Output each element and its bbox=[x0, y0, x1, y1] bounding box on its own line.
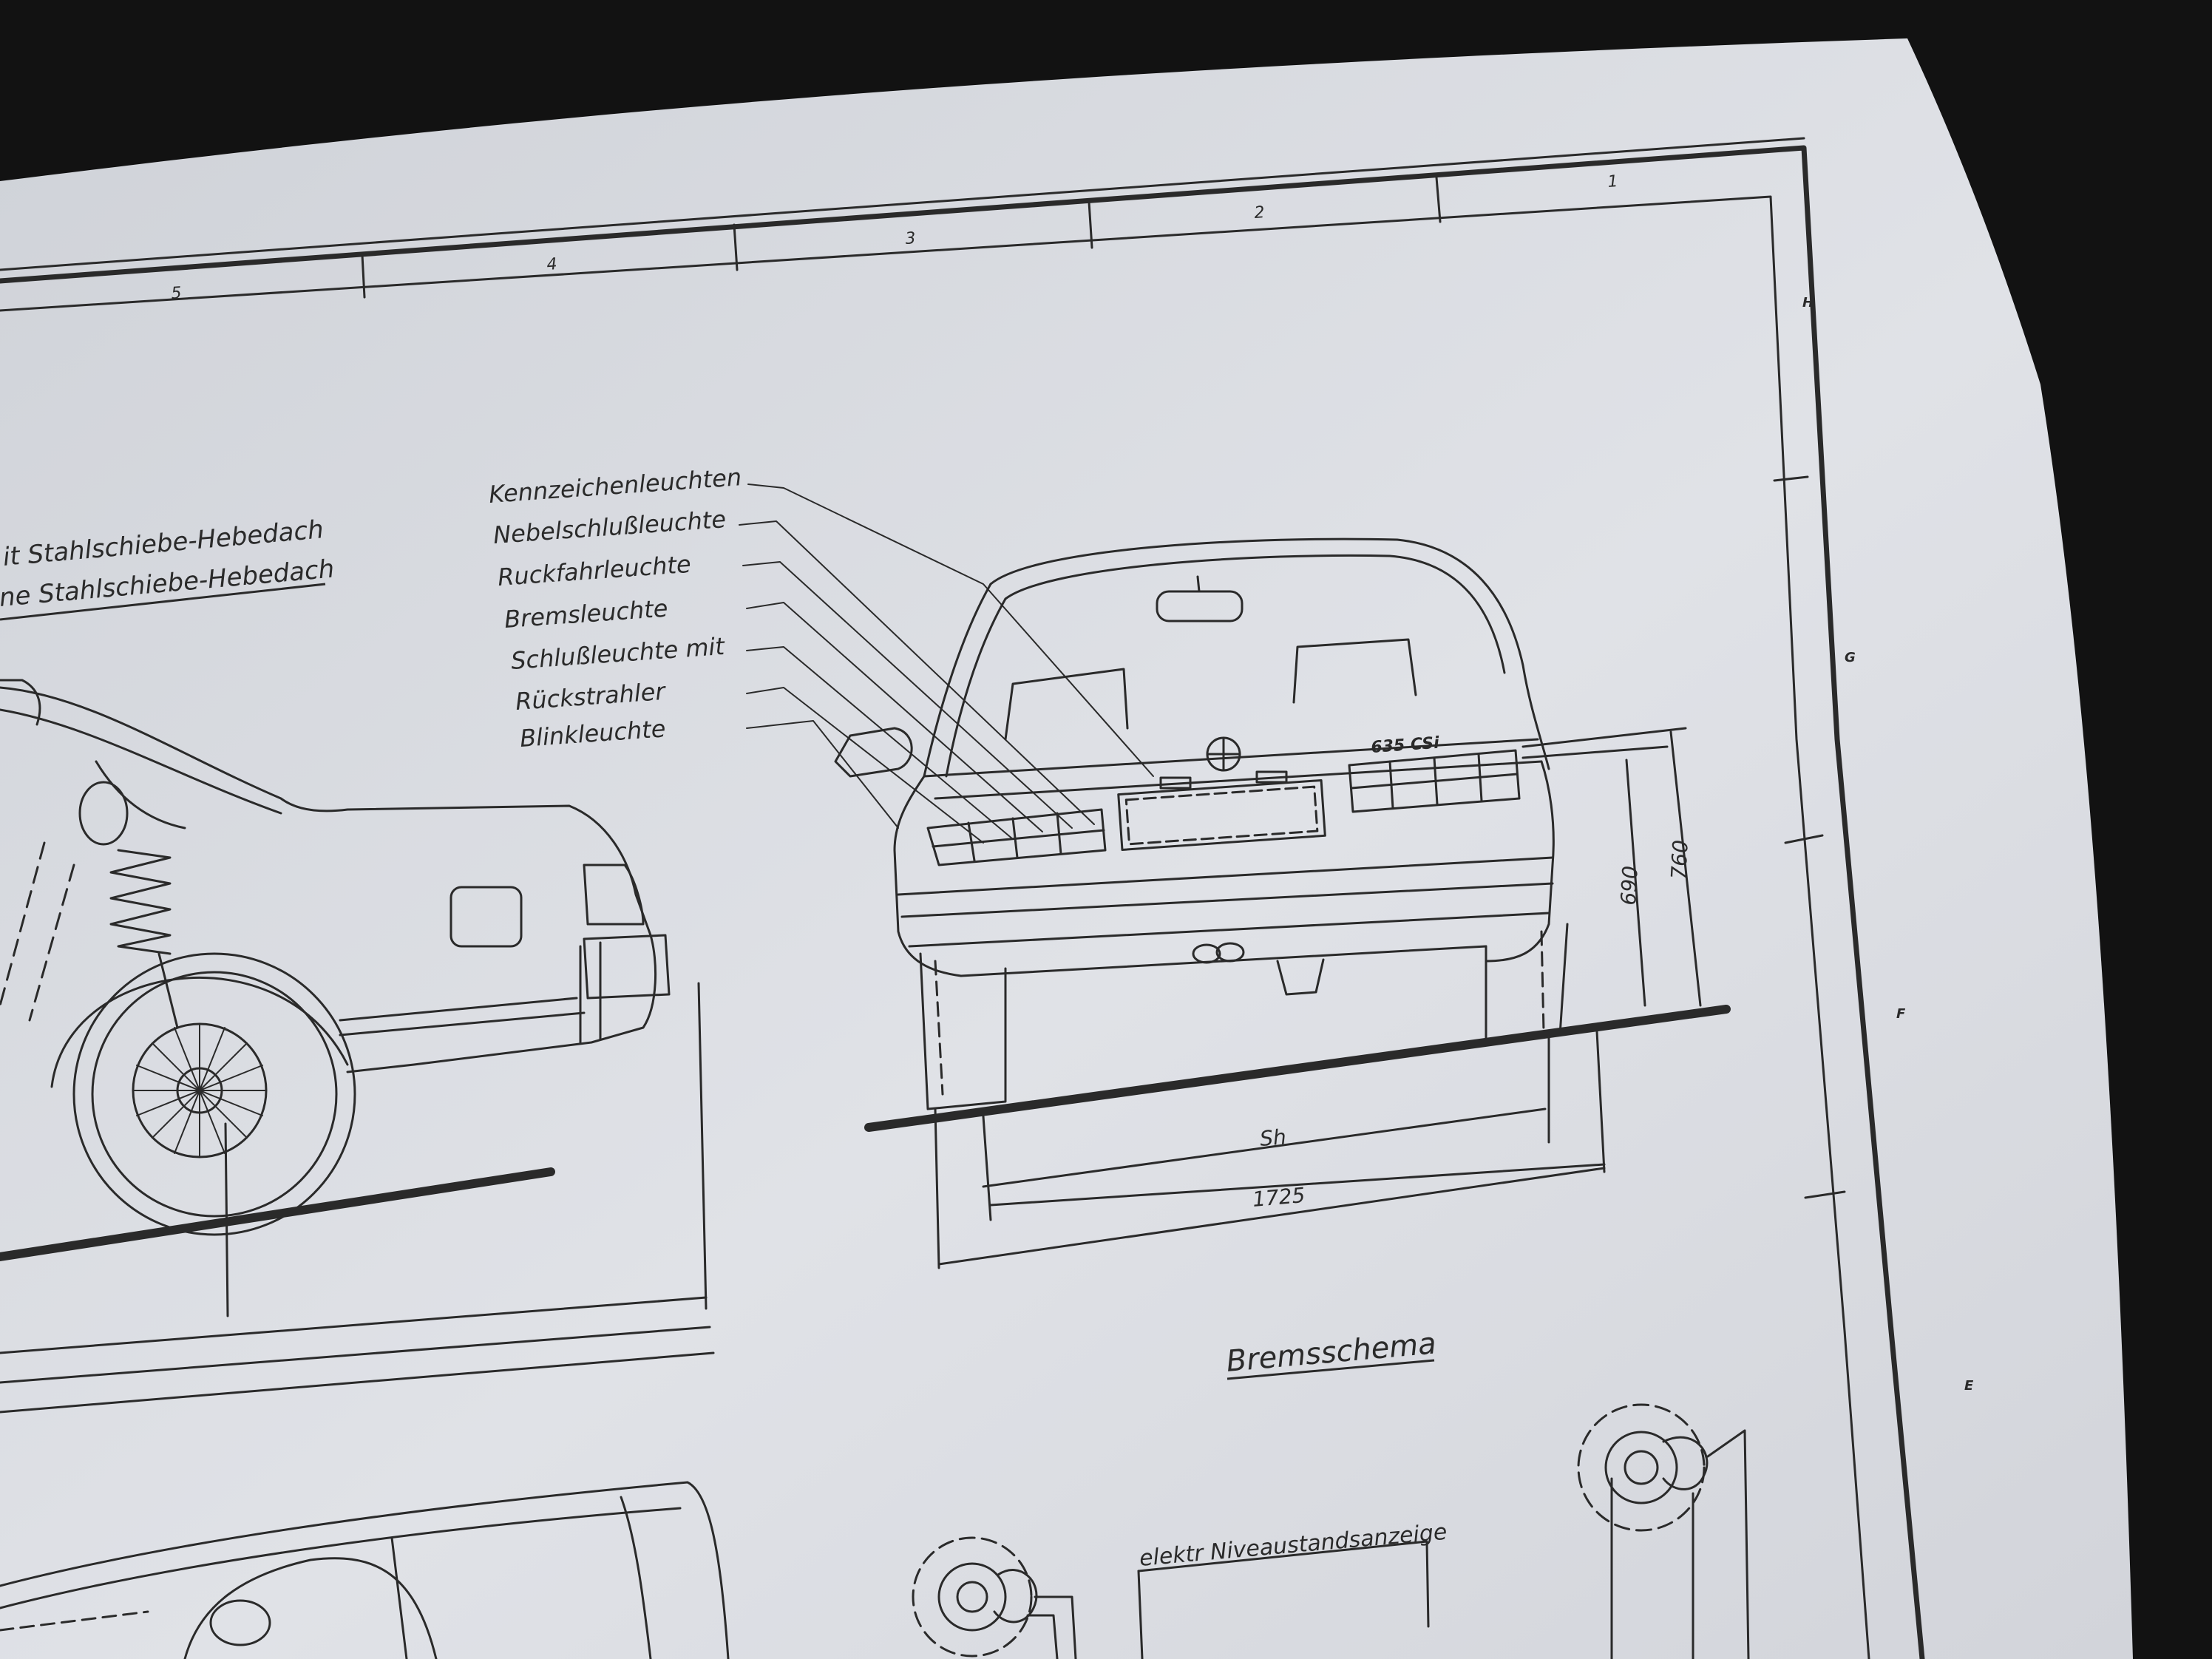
side-ground-line bbox=[0, 1167, 555, 1261]
side-view-car bbox=[0, 679, 671, 1236]
frame-top-outer bbox=[0, 137, 1805, 271]
grid-row-label: G bbox=[1845, 650, 1856, 665]
grid-col-label: 3 bbox=[905, 229, 917, 248]
grid-col-label: 5 bbox=[171, 284, 183, 303]
grid-row-label: E bbox=[1964, 1378, 1974, 1394]
brake-schematic bbox=[912, 1403, 1750, 1659]
paper-sheet bbox=[0, 38, 2133, 1659]
dimension-track-sh: Sh bbox=[1259, 1124, 1287, 1151]
grid-row-label: H bbox=[1802, 295, 1814, 311]
rear-dimension-labels: 690 760 Sh 1725 bbox=[1252, 839, 1693, 1212]
grid-col-label: 1 bbox=[1607, 172, 1619, 191]
rear-view-car bbox=[739, 484, 1569, 1110]
frame-outer bbox=[0, 145, 1925, 1659]
grid-row-label: F bbox=[1896, 1006, 1906, 1022]
brake-title-underline bbox=[1227, 1359, 1435, 1380]
dimension-height-690: 690 bbox=[1616, 865, 1643, 906]
dimension-height-760: 760 bbox=[1666, 839, 1693, 880]
rear-dimension-lines bbox=[934, 727, 1702, 1269]
frame-inner bbox=[0, 195, 1870, 1659]
grid-row-labels: H G F E bbox=[1802, 295, 1974, 1394]
grid-column-labels: 5 4 3 2 1 bbox=[171, 172, 1619, 303]
dimension-width-1725: 1725 bbox=[1252, 1183, 1306, 1212]
grid-column-dividers bbox=[361, 176, 1442, 299]
roof-label-underline bbox=[0, 583, 326, 621]
drawing-ink bbox=[0, 137, 1925, 1659]
grid-col-label: 4 bbox=[546, 255, 558, 274]
grid-col-label: 2 bbox=[1254, 203, 1266, 223]
side-dimension-lines bbox=[0, 982, 715, 1414]
grid-row-dividers bbox=[1773, 475, 1846, 1199]
rear-ground-line bbox=[864, 1005, 1731, 1132]
lower-left-car bbox=[0, 1481, 730, 1659]
